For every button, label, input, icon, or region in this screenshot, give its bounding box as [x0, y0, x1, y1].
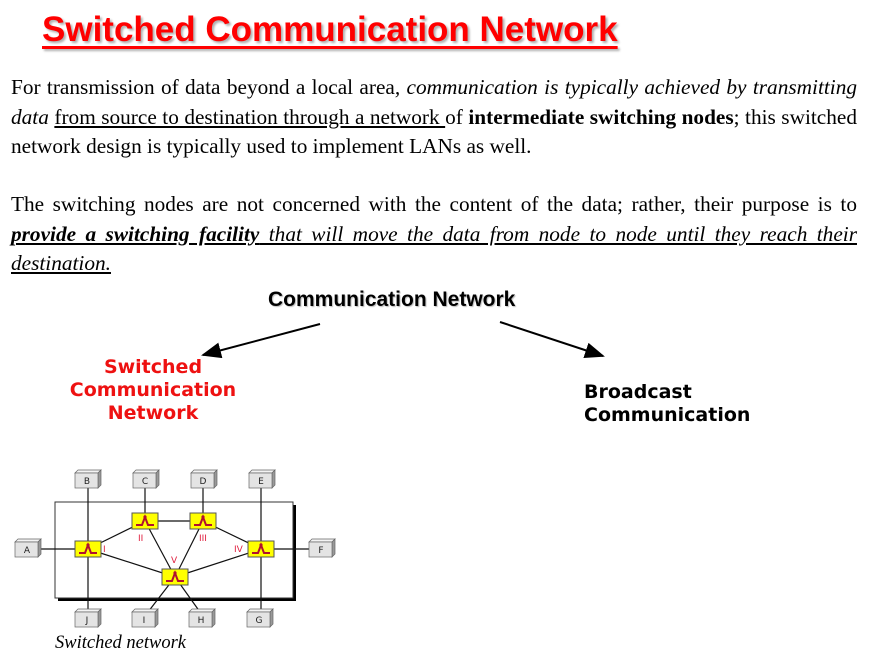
tree-root-label: Communication Network	[268, 288, 516, 311]
switch-label: I	[103, 545, 106, 555]
text-plain: For transmission of data beyond a local …	[11, 75, 395, 99]
switch-node-icon	[131, 512, 159, 530]
arrow-to-broadcast-icon	[499, 321, 605, 358]
text-plain: ; this switched network design is typica…	[11, 104, 858, 159]
station-label: J	[85, 616, 89, 626]
text-italic-underlined: that will move the data from node to nod…	[11, 221, 857, 276]
switch-label: V	[171, 556, 178, 566]
paragraph-intro: For transmission of data beyond a local …	[11, 73, 857, 162]
station-label: I	[143, 616, 146, 626]
text-underlined: from source to destination through a net…	[54, 104, 446, 129]
diagram-caption: Switched network	[55, 633, 187, 653]
text-bold: intermediate switching nodes	[468, 104, 734, 129]
switch-label: III	[199, 534, 207, 544]
text-emphasis: provide a switching facility	[11, 221, 260, 246]
station-label: H	[198, 616, 205, 626]
station-label: G	[256, 616, 263, 626]
station-label: E	[258, 477, 264, 487]
arrow-to-switched-icon	[201, 323, 321, 359]
switch-label: IV	[234, 545, 244, 555]
station-label: A	[24, 546, 31, 556]
branch-line: Communication	[69, 379, 237, 401]
switch-label: II	[138, 534, 143, 544]
switch-node-icon	[161, 568, 189, 586]
station-label: D	[200, 477, 207, 487]
switched-network-diagram: I II III IV V A B C D E F G H I J	[14, 469, 336, 628]
branch-line: Network	[107, 402, 199, 424]
branch-line: Switched	[103, 356, 203, 378]
tree-branch-switched: Switched Communication Network	[60, 356, 246, 425]
station-label: B	[84, 477, 90, 487]
paragraph-switching-nodes: The switching nodes are not concerned wi…	[11, 190, 857, 279]
station-label: F	[318, 546, 323, 556]
text-plain: The switching nodes are not concerned wi…	[11, 192, 857, 216]
switch-node-icon	[74, 540, 102, 558]
tree-branch-broadcast: Broadcast Communication	[584, 381, 750, 427]
branch-line: Broadcast	[584, 381, 692, 403]
station-label: C	[142, 477, 148, 487]
text-plain: of	[445, 104, 469, 129]
text-italic: , communication is typically achieved by…	[11, 75, 857, 129]
switch-node-icon	[189, 512, 217, 530]
switch-node-icon	[247, 540, 275, 558]
branch-line: Communication	[584, 404, 751, 426]
slide-title: Switched Communication Network	[42, 10, 618, 49]
